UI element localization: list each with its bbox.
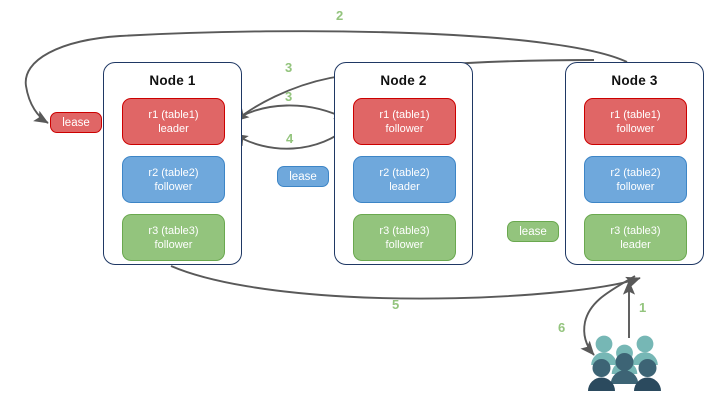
step-label-1: 1 (639, 300, 647, 315)
replica-name: r1 (table1) (610, 108, 661, 121)
replica-role: follower (154, 180, 193, 193)
replica-name: r3 (table3) (148, 224, 199, 237)
replica-role: follower (154, 238, 193, 251)
replica-name: r1 (table1) (379, 108, 430, 121)
node-card-1[interactable]: Node 1 r1 (table1) leader r2 (table2) fo… (103, 62, 242, 265)
lease-badge-red[interactable]: lease (50, 112, 102, 133)
replica-role: leader (158, 122, 189, 135)
replica-role: follower (385, 238, 424, 251)
node-title-3: Node 3 (611, 73, 658, 88)
arrow-5-path (170, 265, 641, 300)
replica-n1-r3[interactable]: r3 (table3) follower (122, 214, 225, 261)
users-icon (588, 335, 661, 391)
step-label-4: 4 (286, 131, 294, 146)
replica-n3-r2[interactable]: r2 (table2) follower (584, 156, 687, 203)
replica-n2-r3[interactable]: r3 (table3) follower (353, 214, 456, 261)
lease-badge-blue[interactable]: lease (277, 166, 329, 187)
replica-role: follower (616, 122, 655, 135)
replica-name: r2 (table2) (379, 166, 430, 179)
node-card-3[interactable]: Node 3 r1 (table1) follower r2 (table2) … (565, 62, 704, 265)
replica-n2-r2[interactable]: r2 (table2) leader (353, 156, 456, 203)
node-card-2[interactable]: Node 2 r1 (table1) follower r2 (table2) … (334, 62, 473, 265)
replica-n2-r1[interactable]: r1 (table1) follower (353, 98, 456, 145)
replica-n1-r2[interactable]: r2 (table2) follower (122, 156, 225, 203)
step-label-3b: 3 (285, 89, 293, 104)
replica-name: r2 (table2) (148, 166, 199, 179)
replica-n3-r3[interactable]: r3 (table3) leader (584, 214, 687, 261)
node-title-1: Node 1 (149, 73, 196, 88)
node-title-2: Node 2 (380, 73, 427, 88)
replica-n3-r1[interactable]: r1 (table1) follower (584, 98, 687, 145)
lease-badge-green[interactable]: lease (507, 221, 559, 242)
step-label-3a: 3 (285, 60, 293, 75)
step-label-5: 5 (392, 297, 400, 312)
replica-n1-r1[interactable]: r1 (table1) leader (122, 98, 225, 145)
step-label-2: 2 (336, 8, 344, 23)
replica-role: leader (620, 238, 651, 251)
lease-label: lease (62, 116, 90, 129)
lease-label: lease (519, 225, 547, 238)
replica-name: r1 (table1) (148, 108, 199, 121)
replica-role: follower (616, 180, 655, 193)
replica-role: follower (385, 122, 424, 135)
step-label-6: 6 (558, 320, 566, 335)
replica-role: leader (389, 180, 420, 193)
replica-name: r2 (table2) (610, 166, 661, 179)
replica-name: r3 (table3) (610, 224, 661, 237)
replica-name: r3 (table3) (379, 224, 430, 237)
lease-label: lease (289, 170, 317, 183)
arrow-3-short-path (227, 104, 349, 125)
